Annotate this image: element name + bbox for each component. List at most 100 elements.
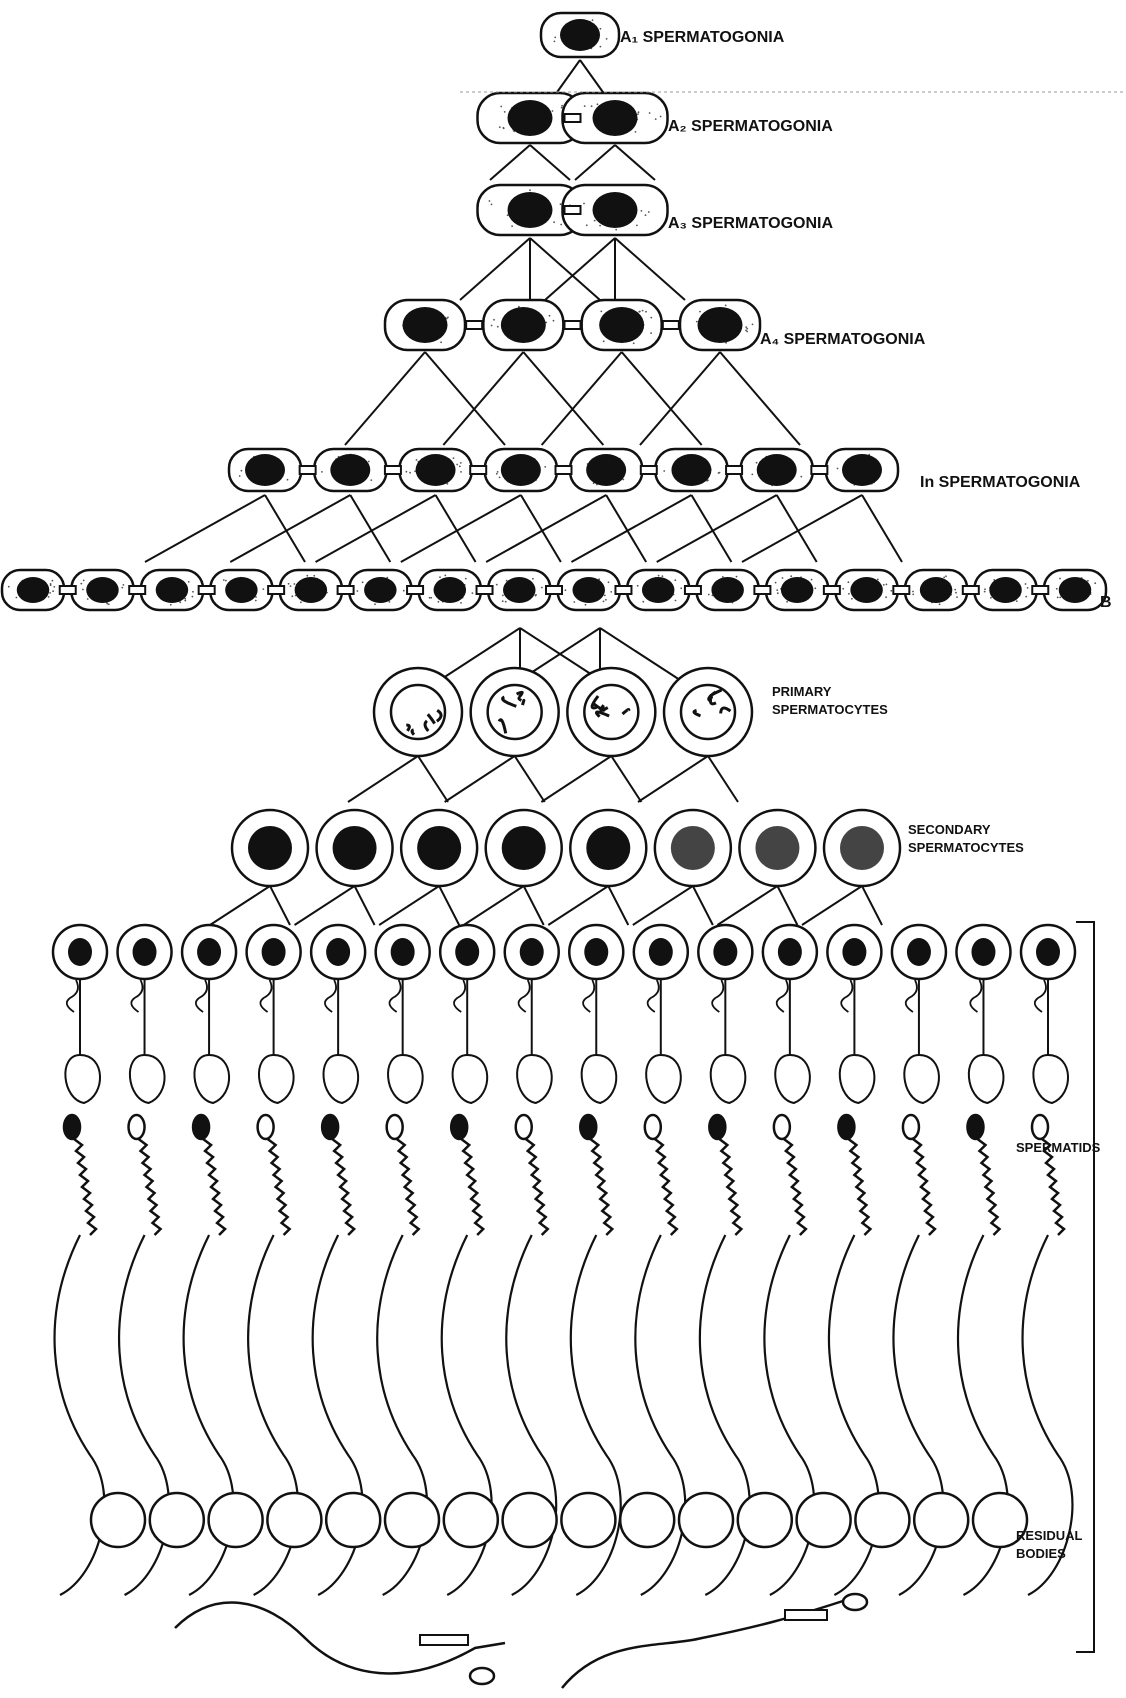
head bbox=[451, 1115, 467, 1139]
residual-body-9 bbox=[561, 1493, 615, 1547]
stipple-dot bbox=[605, 599, 607, 601]
a4-cell-bridge bbox=[663, 321, 679, 329]
stipple-dot bbox=[655, 118, 657, 120]
stipple-dot bbox=[106, 603, 108, 605]
nucleus bbox=[586, 454, 626, 486]
in-cell-5 bbox=[570, 449, 642, 491]
stipple-dot bbox=[87, 598, 89, 600]
stipple-dot bbox=[389, 601, 391, 603]
stipple-dot bbox=[663, 470, 665, 472]
stipple-dot bbox=[497, 471, 499, 473]
nucleus bbox=[416, 454, 456, 486]
chromatin bbox=[412, 730, 414, 735]
stipple-dot bbox=[719, 472, 721, 474]
head bbox=[258, 1115, 274, 1139]
in-cell-bridge bbox=[300, 466, 316, 474]
early-tail bbox=[712, 980, 723, 1012]
nucleus bbox=[593, 100, 638, 136]
stipple-dot bbox=[505, 601, 507, 603]
nucleus bbox=[68, 938, 92, 966]
nucleus bbox=[842, 938, 866, 966]
stipple-dot bbox=[50, 583, 52, 585]
in-cell-2 bbox=[314, 449, 386, 491]
midpiece bbox=[719, 1139, 741, 1235]
stipple-dot bbox=[403, 590, 405, 592]
stipple-dot bbox=[49, 592, 51, 594]
stipple-dot bbox=[708, 594, 710, 596]
stipple-dot bbox=[639, 311, 641, 313]
stipple-dot bbox=[984, 591, 986, 593]
b-cell-bridge bbox=[685, 586, 701, 594]
residual-body-12 bbox=[738, 1493, 792, 1547]
nucleus bbox=[295, 577, 328, 603]
cytoplasm-droplet bbox=[969, 1055, 1004, 1103]
stipple-dot bbox=[549, 315, 551, 317]
in-cell-8 bbox=[826, 449, 898, 491]
flagellum bbox=[55, 1235, 105, 1595]
secondary-spermatocyte-3 bbox=[401, 810, 477, 886]
stipple-dot bbox=[756, 462, 758, 464]
stipple-dot bbox=[604, 595, 606, 597]
early-tail bbox=[325, 980, 336, 1012]
cytoplasm-droplet bbox=[904, 1055, 939, 1103]
lineage-line bbox=[580, 60, 605, 95]
lineage-line bbox=[445, 756, 515, 802]
stipple-dot bbox=[1056, 588, 1058, 590]
lineage-line bbox=[524, 886, 544, 925]
stipple-dot bbox=[811, 579, 813, 581]
lineage-line bbox=[379, 886, 439, 925]
cytoplasm-droplet bbox=[582, 1055, 617, 1103]
stipple-dot bbox=[752, 324, 754, 326]
early-tail bbox=[906, 980, 917, 1012]
lineage-line bbox=[355, 886, 375, 925]
stipple-dot bbox=[736, 576, 738, 578]
a3-cell-bridge bbox=[565, 206, 581, 214]
in-cell-3 bbox=[400, 449, 472, 491]
stipple-dot bbox=[370, 479, 372, 481]
nucleus bbox=[520, 938, 544, 966]
midpiece bbox=[139, 1139, 161, 1235]
midpiece bbox=[397, 1139, 419, 1235]
b-cell-6 bbox=[349, 570, 411, 610]
stipple-dot bbox=[725, 305, 727, 307]
b-cell-14 bbox=[905, 570, 967, 610]
stipple-dot bbox=[506, 580, 508, 582]
in-cell-4 bbox=[485, 449, 557, 491]
stipple-dot bbox=[82, 589, 84, 591]
stipple-dot bbox=[573, 601, 575, 603]
nucleus bbox=[330, 454, 370, 486]
primary-spermatocyte-1 bbox=[374, 668, 462, 756]
residual-body-2 bbox=[150, 1493, 204, 1547]
stipple-dot bbox=[529, 189, 531, 191]
label-spermatids: SPERMATIDS bbox=[1016, 1140, 1101, 1155]
stipple-dot bbox=[409, 472, 411, 474]
stipple-dot bbox=[472, 592, 474, 594]
lineage-line bbox=[720, 352, 800, 445]
lineage-line bbox=[862, 886, 882, 925]
nucleus bbox=[842, 454, 882, 486]
b-cell-bridge bbox=[268, 586, 284, 594]
secondary-spermatocyte-2 bbox=[317, 810, 393, 886]
stipple-dot bbox=[786, 601, 788, 603]
stipple-dot bbox=[497, 326, 499, 328]
stipple-dot bbox=[53, 586, 55, 588]
nucleus bbox=[681, 685, 735, 739]
stipple-dot bbox=[641, 210, 643, 212]
head bbox=[903, 1115, 919, 1139]
stipple-dot bbox=[438, 601, 440, 603]
stipple-dot bbox=[553, 320, 555, 322]
stipple-dot bbox=[1094, 582, 1096, 584]
cytoplasm-droplet bbox=[646, 1055, 681, 1103]
b-cell-bridge bbox=[477, 586, 493, 594]
stipple-dot bbox=[1027, 587, 1029, 589]
stipple-dot bbox=[192, 591, 194, 593]
stipple-dot bbox=[592, 19, 594, 21]
stipple-dot bbox=[1025, 596, 1027, 598]
stipple-dot bbox=[885, 596, 887, 598]
a4-cell-3 bbox=[582, 300, 662, 350]
head bbox=[645, 1115, 661, 1139]
stipple-dot bbox=[561, 105, 563, 107]
secondary-spermatocyte-7 bbox=[739, 810, 815, 886]
stipple-dot bbox=[583, 203, 585, 205]
lineage-line bbox=[490, 145, 530, 180]
